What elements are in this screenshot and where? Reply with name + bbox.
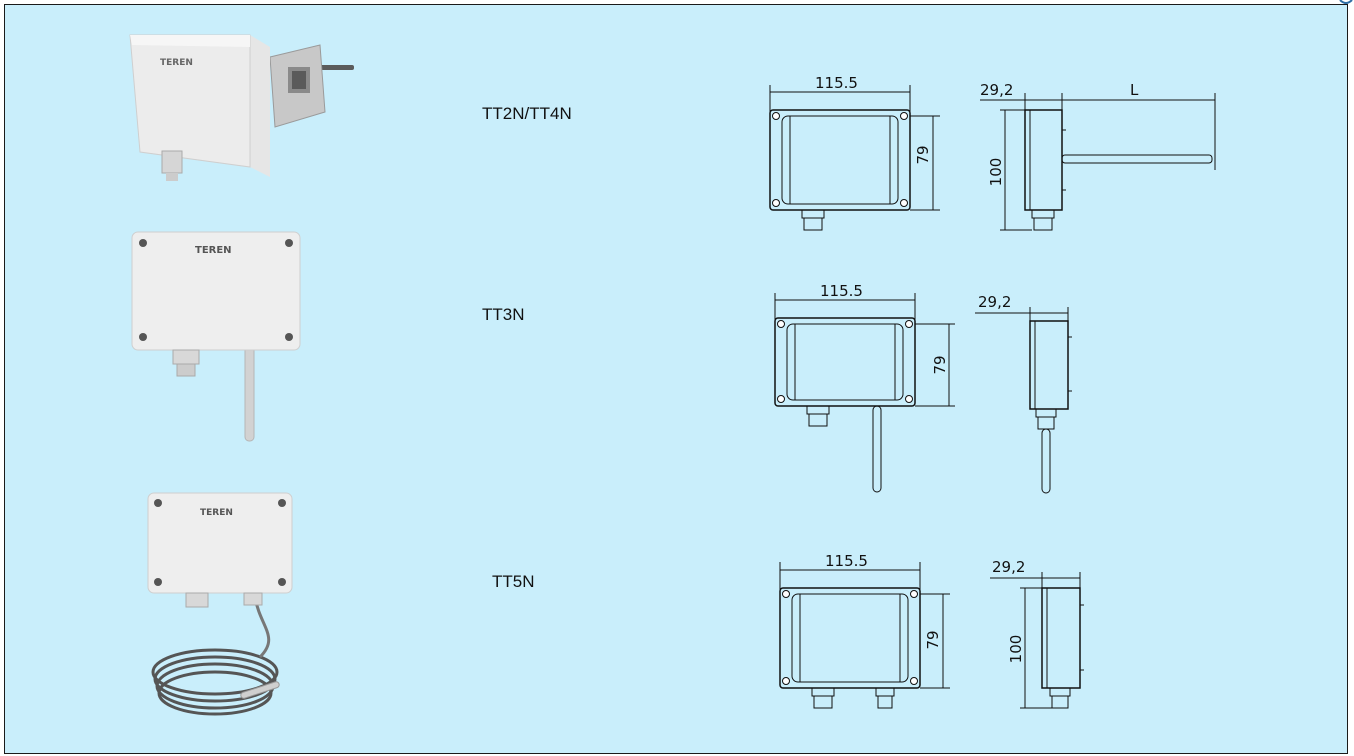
model-label-tt2n-tt4n: TT2N/TT4N — [482, 104, 572, 123]
dimension-width: 115.5 — [825, 552, 868, 570]
brand-logo: TEREN — [200, 508, 233, 518]
product-sheet: TEREN TT2N/TT4N 115.5 79 29,2 — [4, 4, 1348, 754]
brand-logo: TEREN — [160, 58, 193, 68]
model-label-tt5n: TT5N — [492, 572, 535, 591]
product-photo-tt5n: TEREN — [147, 492, 293, 716]
dimension-probe-length: L — [1130, 81, 1139, 99]
dimension-depth: 29,2 — [980, 81, 1013, 99]
dimension-height: 79 — [914, 145, 932, 164]
side-dimension-drawing-tt3n: 29,2 — [975, 293, 1072, 494]
product-photo-tt3n: TEREN — [131, 231, 301, 442]
product-photo-tt2n-tt4n: TEREN — [129, 34, 354, 181]
model-label-tt3n: TT3N — [482, 305, 525, 324]
dimension-height: 79 — [924, 630, 942, 649]
front-dimension-drawing-tt5n: 115.5 79 — [779, 552, 950, 709]
dimension-side-height: 100 — [987, 158, 1005, 187]
brand-logo: TEREN — [195, 245, 232, 256]
dimension-side-height: 100 — [1007, 635, 1025, 664]
dimension-depth: 29,2 — [992, 558, 1025, 576]
dimension-width: 115.5 — [820, 282, 863, 300]
dimension-width: 115.5 — [815, 74, 858, 92]
front-dimension-drawing-tt3n: 115.5 79 — [774, 282, 955, 493]
dimension-depth: 29,2 — [978, 293, 1011, 311]
side-dimension-drawing-tt5n: 29,2 100 — [990, 558, 1084, 709]
corner-decoration — [1339, 0, 1353, 4]
dimension-height: 79 — [931, 355, 949, 374]
side-dimension-drawing-tt2n-tt4n: 29,2 L 100 — [980, 81, 1216, 231]
front-dimension-drawing-tt2n-tt4n: 115.5 79 — [769, 74, 940, 231]
